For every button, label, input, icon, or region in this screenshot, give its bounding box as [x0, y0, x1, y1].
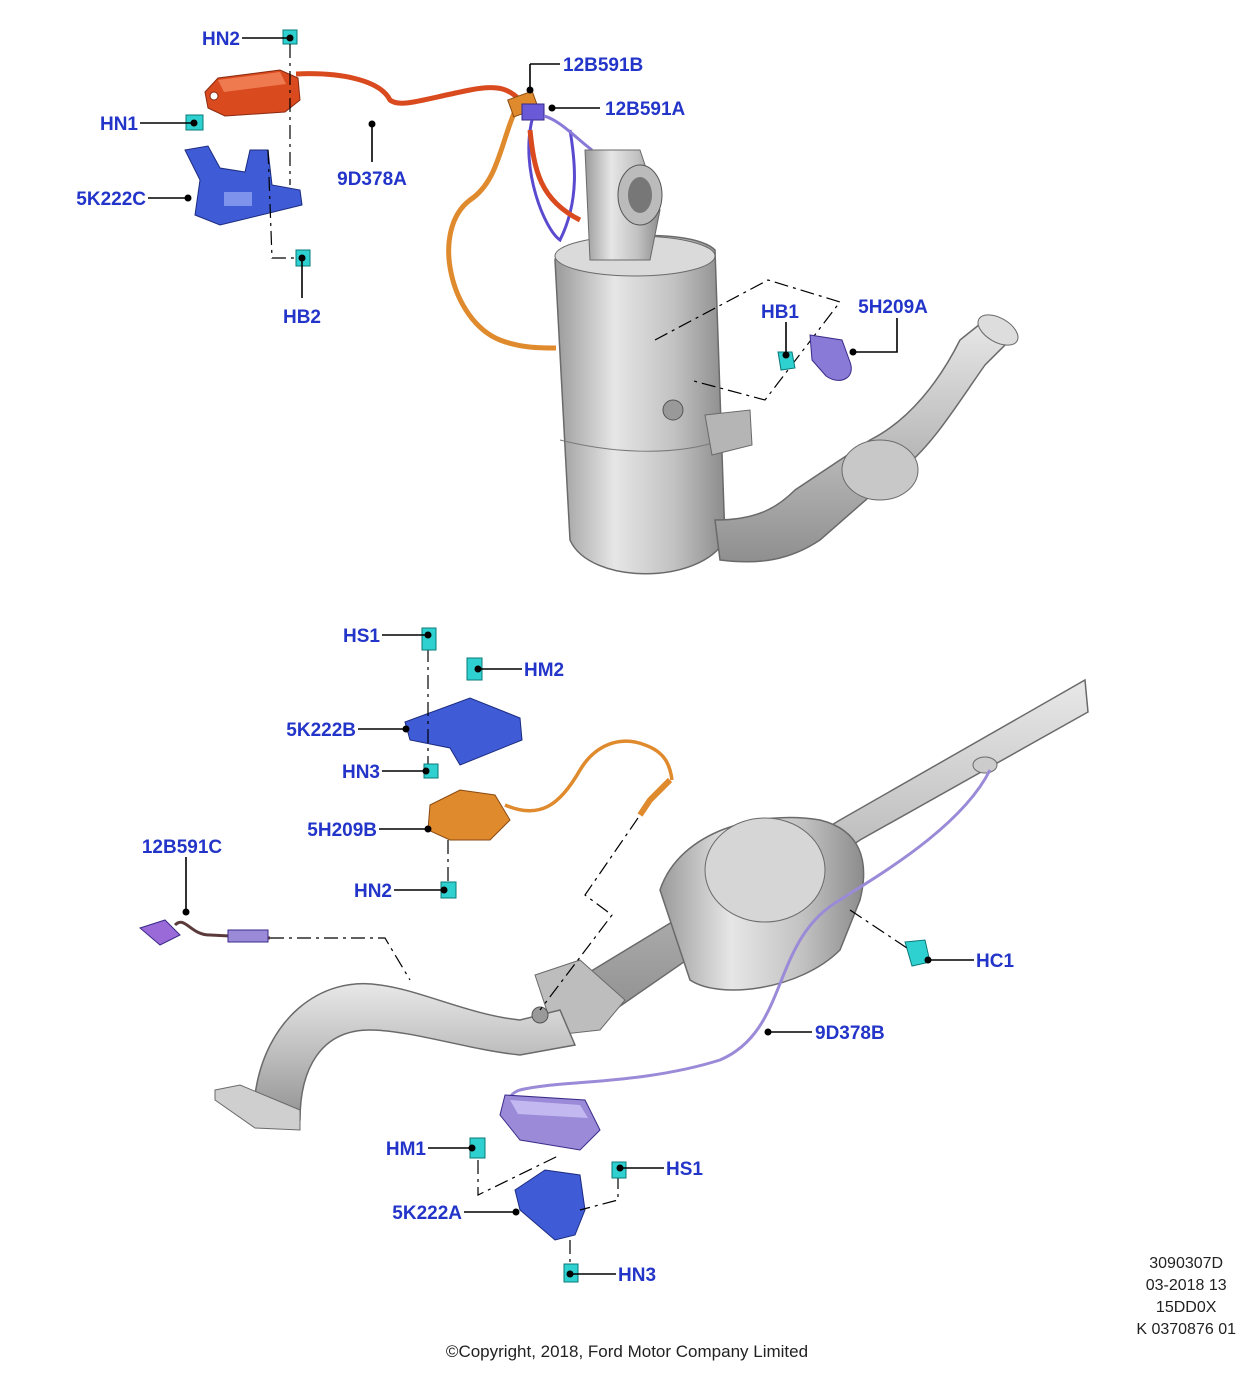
sensor-12b591c	[138, 919, 271, 946]
cable-9d378b	[509, 769, 992, 1112]
assembly-line-5k222a	[477, 1154, 561, 1196]
sensor-5h209a	[809, 334, 852, 381]
callout-hn3-bottom: HN3	[618, 1265, 656, 1286]
sensor-probe-5h209b	[637, 777, 673, 817]
callout-12b591a: 12B591A	[605, 99, 686, 120]
callout-5h209a: 5H209A	[858, 297, 928, 318]
callout-9d378b: 9D378B	[815, 1023, 885, 1044]
assembly-line-top-b	[267, 149, 296, 259]
harness-orange-top	[446, 98, 557, 351]
connector-12b591a	[521, 103, 545, 121]
callout-hb1: HB1	[761, 302, 799, 323]
callout-hn1: HN1	[100, 114, 138, 135]
bracket-5k222c	[184, 145, 303, 226]
bracket-5k222b	[404, 697, 523, 766]
drawing-date: 03-2018 13	[1145, 1277, 1227, 1294]
callout-hb2: HB2	[283, 307, 321, 328]
callout-hm2: HM2	[524, 660, 564, 681]
fastener-hs1-top	[421, 627, 437, 651]
drawing-code: 15DD0X	[1155, 1299, 1217, 1316]
assembly-line-hs1-bottom	[579, 1175, 619, 1211]
callout-9d378a: 9D378A	[337, 169, 407, 190]
sensor-module-5h209b	[427, 789, 511, 841]
callout-12b591b: 12B591B	[563, 55, 643, 76]
callout-hn2-bottom: HN2	[354, 881, 392, 902]
diesel-particulate-filter	[554, 149, 753, 575]
sensor-cable-blue-2	[543, 114, 593, 152]
sensor-cable-red-2	[527, 129, 582, 223]
drawing-number: 3090307D	[1149, 1255, 1224, 1272]
callout-hn3-top: HN3	[342, 762, 380, 783]
harness-orange-bottom	[504, 739, 674, 813]
callout-5k222b: 5K222B	[286, 720, 356, 741]
callout-hn2-top: HN2	[202, 29, 240, 50]
assembly-line-probe	[539, 817, 639, 1011]
callout-hc1: HC1	[976, 951, 1014, 972]
bracket-5k222a	[514, 1169, 586, 1241]
assembly-line-hb1	[654, 279, 842, 401]
drawing-meta: 3090307D 03-2018 13 15DD0X K 0370876 01	[1136, 1253, 1236, 1341]
assembly-line-12b591c	[270, 937, 411, 981]
exhaust-pipe-bottom	[214, 678, 1089, 1131]
nox-sensor-module-top	[204, 69, 301, 117]
callout-hm1: HM1	[386, 1139, 427, 1160]
callout-12b591c: 12B591C	[142, 837, 223, 858]
callout-5k222c: 5K222C	[76, 189, 146, 210]
drawing-reference: K 0370876 01	[1136, 1321, 1236, 1338]
nox-sensor-module-bottom	[499, 1094, 601, 1151]
fastener-hm1	[469, 1137, 486, 1159]
callout-hs1-top: HS1	[343, 626, 380, 647]
assembly-line-hc1	[849, 909, 911, 951]
fastener-hn2-bottom	[440, 881, 457, 899]
callout-hs1-bottom: HS1	[666, 1159, 703, 1180]
sensor-cable-blue	[527, 119, 576, 243]
sensor-cable-red	[295, 71, 522, 106]
leader-lines	[140, 34, 974, 1278]
callout-5h209b: 5H209B	[307, 820, 377, 841]
exhaust-pipe-top	[714, 314, 1019, 563]
copyright-notice: ©Copyright, 2018, Ford Motor Company Lim…	[445, 1342, 809, 1361]
callout-5k222a: 5K222A	[392, 1203, 462, 1224]
